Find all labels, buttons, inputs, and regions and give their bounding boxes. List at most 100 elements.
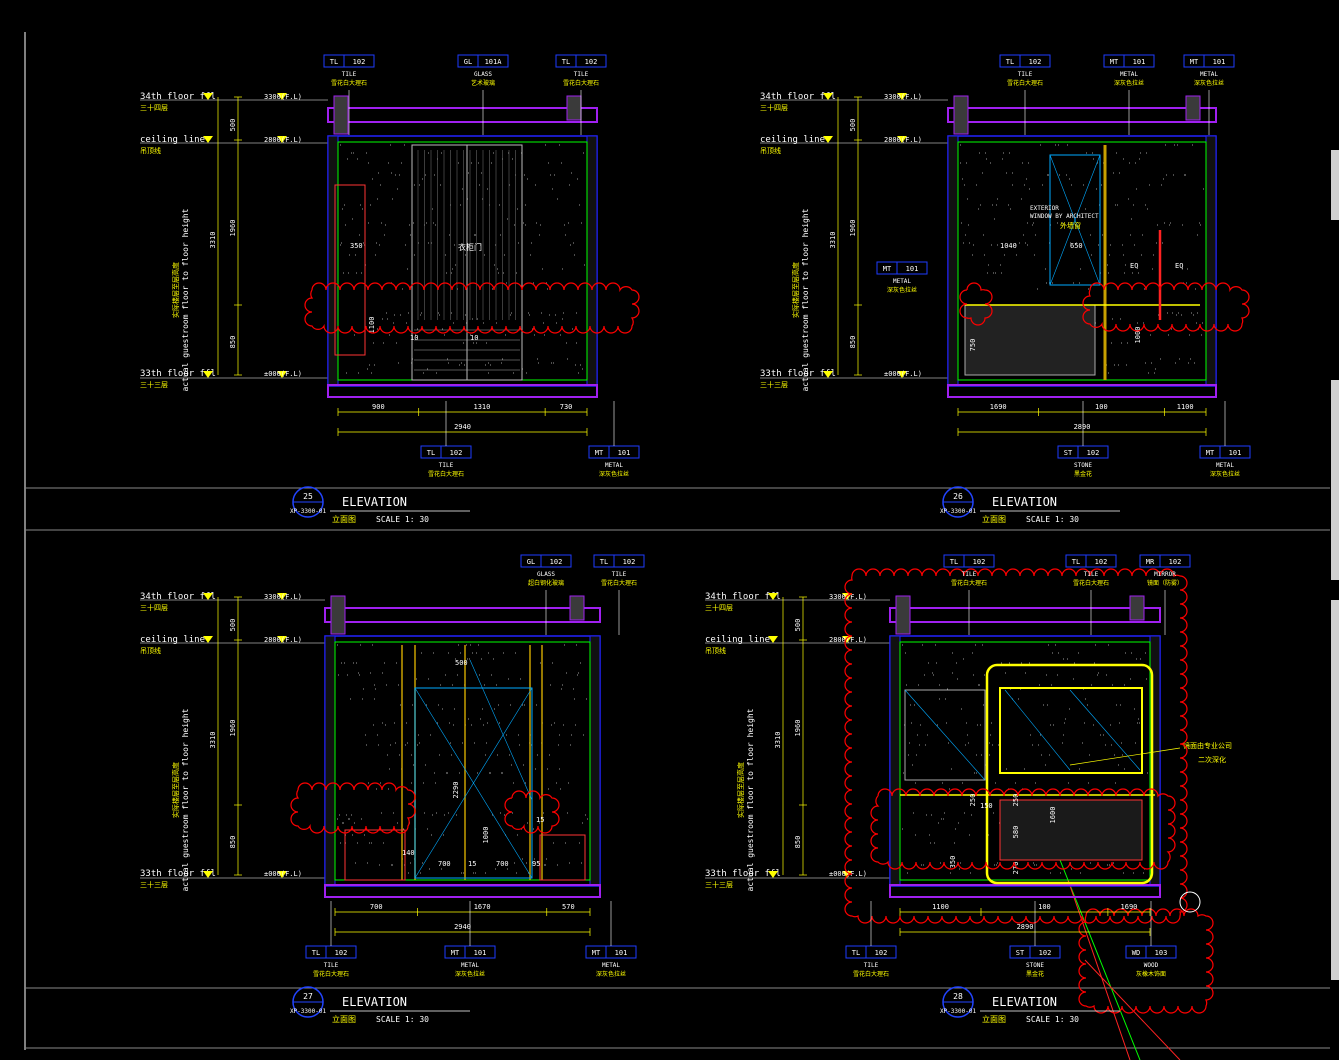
elevation-title-cn: 立面图	[982, 514, 1006, 524]
tag-number: 101	[618, 449, 631, 457]
level-label-top-cn: 三十四层	[140, 603, 168, 612]
tag-material-cn: 雪花白大理石	[951, 579, 987, 587]
tag-number: 102	[1095, 558, 1108, 566]
elevation-ref: XP-3300-01	[940, 508, 977, 515]
dim-1960: 1960	[229, 720, 237, 737]
elevation-scale: SCALE 1: 30	[376, 1015, 429, 1024]
dim-750: 750	[969, 339, 977, 352]
tag-material-cn: 黑金花	[1074, 470, 1092, 478]
tag-material: METAL	[893, 278, 911, 285]
tag-number: 101	[906, 265, 919, 273]
level-value-bottom: ±000(F.L)	[829, 870, 867, 878]
tag-material: TILE	[1084, 571, 1099, 578]
scrollbar-thumb-3[interactable]	[1331, 600, 1339, 980]
dim-width-total: 2940	[454, 923, 471, 931]
tag-material-cn: 艺术玻璃	[471, 79, 495, 87]
dim-eq-b: EQ	[1175, 262, 1183, 270]
tag-material-cn: 深灰色拉丝	[1194, 79, 1224, 87]
tag-material-cn: 雪花白大理石	[428, 470, 464, 478]
tag-material-cn: 深灰色拉丝	[599, 470, 629, 478]
level-label-bottom-cn: 三十三层	[760, 380, 788, 389]
dim-width-total: 2890	[1074, 423, 1091, 431]
dim-1000: 1000	[482, 827, 490, 844]
tag-code: TL	[330, 58, 338, 66]
tag-number: 102	[450, 449, 463, 457]
scrollbar-thumb-2[interactable]	[1331, 380, 1339, 580]
level-label-ceiling-cn: 吊顶线	[140, 146, 161, 155]
dim-width-2: 1690	[1121, 903, 1138, 911]
dim-500: 500	[229, 119, 237, 132]
dim-width-2: 1100	[1177, 403, 1194, 411]
tag-code: WD	[1132, 949, 1140, 957]
tag-material-cn: 深灰色拉丝	[1114, 79, 1144, 87]
tag-material-cn: 超白钢化玻璃	[528, 579, 564, 587]
tag-code: TL	[427, 449, 435, 457]
tag-code: TL	[312, 949, 320, 957]
tag-code: MT	[883, 265, 892, 273]
dim-1100: 1100	[368, 317, 376, 334]
vertical-label-en: actual guestroom floor to floor height	[181, 208, 190, 391]
tag-material: WOOD	[1144, 962, 1159, 969]
tag-material: METAL	[1200, 71, 1218, 78]
revision-cloud-26b	[1082, 282, 1250, 332]
tag-number: 102	[335, 949, 348, 957]
vertical-label-en: actual guestroom floor to floor height	[746, 708, 755, 891]
level-label-top: 34th floor ffl	[140, 592, 216, 602]
tag-code: MT	[1206, 449, 1215, 457]
tag-material: GLASS	[474, 71, 492, 78]
vertical-label-cn: 实际楼层至层高度	[171, 262, 180, 318]
tag-material-cn: 镜面（防雾）	[1147, 579, 1183, 587]
dim-850: 850	[229, 336, 237, 349]
dim-250b: 250	[1012, 794, 1020, 807]
tag-material: TILE	[574, 71, 589, 78]
tag-code: MT	[592, 949, 601, 957]
revision-cloud-28b	[870, 788, 1176, 870]
tag-code: MT	[1190, 58, 1199, 66]
dim-width-1: 100	[1038, 903, 1051, 911]
note-window-cn: 外墙窗	[1060, 221, 1081, 230]
tag-code: TL	[950, 558, 958, 566]
tag-code: ST	[1016, 949, 1025, 957]
dim-1600: 1600	[1049, 807, 1057, 824]
tag-material: METAL	[461, 962, 479, 969]
dim-270: 270	[1012, 862, 1020, 875]
level-label-top-cn: 三十四层	[760, 103, 788, 112]
tag-code: MT	[451, 949, 460, 957]
level-value-top: 3300(F.L)	[829, 593, 867, 601]
level-label-bottom-cn: 三十三层	[705, 880, 733, 889]
dim-500: 500	[849, 119, 857, 132]
dim-350: 350	[350, 242, 363, 250]
dim-total-height: 3310	[209, 232, 217, 249]
tag-number: 103	[1155, 949, 1168, 957]
tag-code: GL	[464, 58, 472, 66]
level-label-top: 34th floor ffl	[705, 592, 781, 602]
dim-500: 500	[794, 619, 802, 632]
level-value-top: 3300(F.L)	[264, 593, 302, 601]
tag-material-cn: 深灰色拉丝	[887, 286, 917, 294]
tag-material-cn: 雪花白大理石	[563, 79, 599, 87]
scrollbar-thumb-1[interactable]	[1331, 150, 1339, 220]
tag-material: METAL	[1120, 71, 1138, 78]
dim-width-0: 1100	[932, 903, 949, 911]
revision-cloud-25	[304, 282, 640, 334]
dim-10b: 10	[470, 334, 478, 342]
tag-code: TL	[852, 949, 860, 957]
dim-eq-a: EQ	[1130, 262, 1138, 270]
tag-number: 102	[550, 558, 563, 566]
tag-number: 101	[474, 949, 487, 957]
